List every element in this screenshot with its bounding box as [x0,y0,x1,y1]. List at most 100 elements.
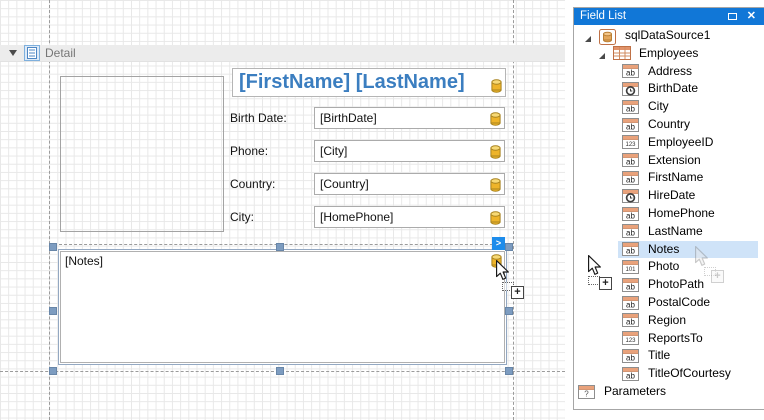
field-node-label: ReportsTo [648,330,703,345]
selection-handle[interactable] [504,366,513,375]
field-node-label: PostalCode [648,295,711,309]
svg-text:?: ? [584,389,589,398]
svg-text:ab: ab [626,122,635,131]
field-node-label: sqlDataSource1 [625,28,711,42]
band-collapse-icon[interactable] [9,50,17,56]
expand-triangle-icon[interactable] [584,32,592,46]
ab-field-icon: ab [622,206,639,224]
selection-handle[interactable] [504,243,513,251]
ab-field-icon: ab [622,170,639,188]
selection-handle[interactable] [48,306,57,315]
svg-text:ab: ab [626,211,635,220]
field-node-employeeid[interactable]: 123 EmployeeID [574,133,764,151]
svg-text:ab: ab [626,175,635,184]
ab-field-icon: ab [622,348,639,366]
field-node-parameters[interactable]: ?Parameters [574,383,764,401]
ghost-drag-plus-icon: + [711,270,724,283]
field-row-value: [Country] [320,177,369,191]
svg-text:123: 123 [625,142,636,148]
notes-textbox-control[interactable]: [Notes] [58,249,507,365]
field-node-firstname[interactable]: ab FirstName [574,169,764,187]
field-node-photo[interactable]: 101 Photo [574,258,764,276]
field-node-label: City [648,99,669,114]
field-node-photopath[interactable]: ab PhotoPath [574,276,764,294]
picture-box-control[interactable] [60,76,224,232]
close-icon[interactable]: ✕ [746,10,756,22]
field-row-label[interactable]: City: [230,210,254,224]
svg-text:ab: ab [626,69,635,78]
field-node-label: Region [648,312,687,327]
detail-band-header[interactable]: Detail [0,45,565,62]
selection-handle[interactable] [48,243,57,251]
left-margin-line [49,0,50,420]
fullname-label-text: [FirstName] [LastName] [239,71,465,93]
123-field-icon: 123 [622,135,639,152]
expand-triangle-icon[interactable] [598,49,606,63]
ab-field-icon: ab [622,64,639,81]
svg-text:ab: ab [626,371,635,380]
svg-text:ab: ab [626,353,635,362]
design-surface[interactable]: Detail [FirstName] [LastName] Birth Date… [0,0,565,420]
field-node-label: EmployeeID [648,134,714,149]
field-node-hiredate[interactable]: HireDate [574,187,764,205]
ghost-drag-outline [704,267,716,276]
field-node-label: PhotoPath [648,277,705,292]
field-row-label[interactable]: Birth Date: [230,111,287,125]
field-row-textbox[interactable]: [Country] [314,173,505,195]
ab-field-icon: ab [622,295,639,313]
field-row-label[interactable]: Phone: [230,144,269,158]
maximize-icon[interactable] [727,13,737,20]
field-row-label[interactable]: Country: [230,177,276,191]
field-node-employees[interactable]: Employees [574,44,764,62]
field-node-region[interactable]: ab Region [574,311,764,329]
ab-field-icon: ab [622,242,639,259]
field-row-textbox[interactable]: [BirthDate] [314,107,505,129]
ab-field-icon: ab [622,99,639,117]
field-row-textbox[interactable]: [City] [314,140,505,162]
field-list-header[interactable]: Field List ✕ [574,8,764,25]
ab-field-icon: ab [622,313,639,330]
field-node-extension[interactable]: ab Extension [574,151,764,169]
question-field-icon: ? [578,384,595,402]
field-node-label: Extension [648,152,701,167]
ab-field-icon: ab [622,366,639,384]
selection-handle[interactable] [276,243,284,251]
fullname-label-control[interactable]: [FirstName] [LastName] [232,68,506,97]
svg-text:ab: ab [626,158,635,167]
svg-text:ab: ab [626,300,635,309]
field-row-value: [BirthDate] [320,111,377,125]
datasource-field-icon [599,28,616,48]
field-node-label: FirstName [648,170,704,185]
smart-tag-button[interactable]: > [492,237,505,250]
selection-handle[interactable] [276,366,284,375]
field-node-birthdate[interactable]: BirthDate [574,80,764,98]
field-node-label: HireDate [648,188,696,203]
field-node-label: Photo [648,259,680,274]
svg-text:101: 101 [625,267,636,273]
field-row-textbox[interactable]: [HomePhone] [314,206,505,228]
field-node-title[interactable]: ab Title [574,347,764,365]
field-node-city[interactable]: ab City [574,98,764,116]
field-node-sqldatasource1[interactable]: sqlDataSource1 [574,27,764,45]
selection-handle[interactable] [48,366,57,375]
table-field-icon [613,46,631,63]
field-node-label: Title [648,348,671,363]
svg-text:ab: ab [626,104,635,113]
svg-text:ab: ab [626,282,635,291]
clock-field-icon [622,81,639,99]
svg-text:ab: ab [626,318,635,327]
clock-field-icon [622,188,639,206]
ab-field-icon: ab [622,224,639,241]
selection-handle[interactable] [504,306,513,315]
data-binding-icon [490,211,501,225]
field-node-label: Employees [639,45,699,60]
field-node-postalcode[interactable]: ab PostalCode [574,294,764,312]
